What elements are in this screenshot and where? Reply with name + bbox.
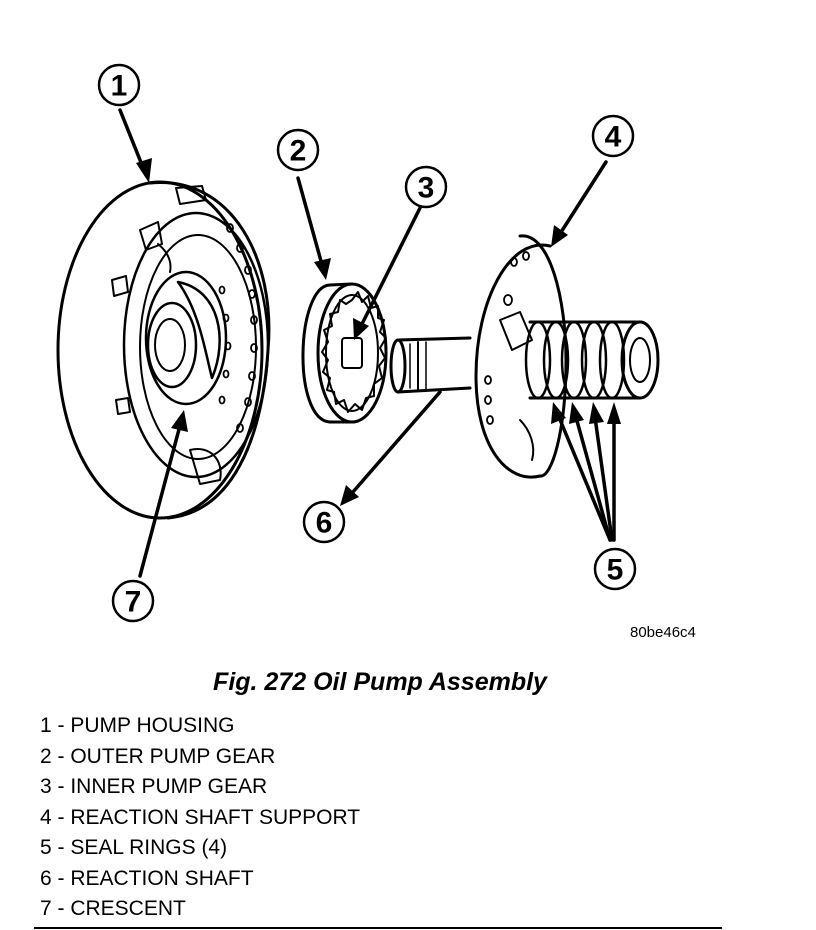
callout-3-label: 3 (418, 172, 435, 205)
legend-item: 5 - SEAL RINGS (4) (40, 836, 228, 859)
legend-list: 1 - PUMP HOUSING 2 - OUTER PUMP GEAR 3 -… (40, 711, 360, 925)
image-code: 80be46c4 (630, 624, 696, 641)
callout-2-label: 2 (290, 135, 307, 168)
callout-5-label: 5 (607, 554, 624, 587)
leader-arrows (118, 108, 616, 578)
figure-caption: Fig. 272 Oil Pump Assembly (213, 668, 547, 696)
legend-item: 2 - OUTER PUMP GEAR (40, 744, 276, 768)
legend-item: 3 - INNER PUMP GEAR (40, 775, 268, 798)
oil-pump-illustration: 1 2 3 4 5 6 7 (56, 63, 660, 623)
callout-circles (97, 63, 637, 623)
legend-item: 4 - REACTION SHAFT SUPPORT (40, 805, 361, 829)
callout-7-label: 7 (125, 586, 142, 619)
arrowheads (136, 158, 621, 506)
callout-1-label: 1 (111, 70, 128, 103)
callout-6-label: 6 (316, 507, 333, 540)
reaction-shaft-support-drawing (474, 234, 660, 479)
inner-pump-gear-drawing (321, 291, 387, 413)
legend-item: 7 - CRESCENT (40, 897, 186, 920)
reaction-shaft-drawing (389, 336, 472, 394)
outer-pump-gear-drawing (301, 282, 388, 424)
pump-housing-drawing (56, 180, 271, 520)
bottom-divider (34, 927, 722, 929)
pump-housing-bolt-holes (218, 223, 258, 433)
callout-4-label: 4 (605, 121, 622, 154)
legend-item: 1 - PUMP HOUSING (40, 714, 235, 737)
legend-item: 6 - REACTION SHAFT (40, 866, 254, 890)
